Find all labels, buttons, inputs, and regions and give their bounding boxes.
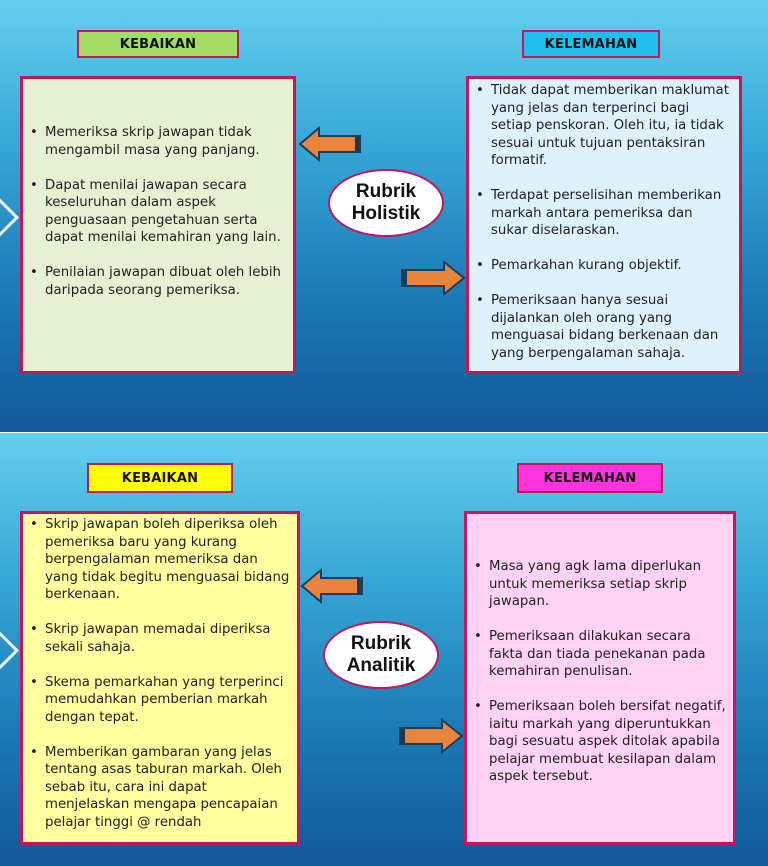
kelemahan-box: Masa yang agk lama diperlukan untuk meme… bbox=[464, 511, 736, 845]
kelemahan-item: Pemarkahan kurang objektif. bbox=[476, 257, 733, 275]
chevron-right-icon bbox=[0, 196, 20, 239]
arrow-left-icon bbox=[298, 126, 361, 162]
slide-rubrik-holistik: KEBAIKAN KELEMAHAN Memeriksa skrip jawap… bbox=[0, 0, 768, 432]
oval-label-line1: Rubrik bbox=[355, 181, 417, 202]
kebaikan-header-label: KEBAIKAN bbox=[121, 470, 199, 486]
kelemahan-item: Tidak dapat memberikan maklumat yang jel… bbox=[476, 82, 733, 170]
kebaikan-item: Memberikan gambaran yang jelas tentang a… bbox=[30, 744, 291, 832]
kebaikan-header: KEBAIKAN bbox=[87, 463, 233, 493]
kebaikan-header: KEBAIKAN bbox=[77, 30, 239, 58]
kebaikan-item: Dapat menilai jawapan secara keseluruhan… bbox=[30, 177, 287, 247]
kebaikan-item: Penilaian jawapan dibuat oleh lebih dari… bbox=[30, 264, 287, 299]
chevron-right-icon bbox=[0, 629, 20, 672]
kebaikan-item: Memeriksa skrip jawapan tidak mengambil … bbox=[30, 124, 287, 159]
arrow-right-icon bbox=[401, 260, 466, 296]
kebaikan-item: Skema pemarkahan yang terperinci memudah… bbox=[30, 674, 291, 727]
arrow-right-icon bbox=[399, 718, 464, 754]
oval-label-line2: Analitik bbox=[346, 655, 416, 676]
rubrik-holistik-oval: Rubrik Holistik bbox=[328, 169, 444, 237]
slide-separator bbox=[0, 432, 768, 433]
kelemahan-header-label: KELEMAHAN bbox=[544, 36, 638, 52]
kelemahan-item: Terdapat perselisihan memberikan markah … bbox=[476, 187, 733, 240]
kelemahan-header-label: KELEMAHAN bbox=[543, 470, 637, 486]
kebaikan-box: Skrip jawapan boleh diperiksa oleh pemer… bbox=[20, 511, 300, 845]
kebaikan-item: Skrip jawapan boleh diperiksa oleh pemer… bbox=[30, 516, 291, 604]
kelemahan-item: Pemeriksaan boleh bersifat negatif, iait… bbox=[474, 698, 727, 786]
kebaikan-box: Memeriksa skrip jawapan tidak mengambil … bbox=[20, 76, 296, 374]
kelemahan-header: KELEMAHAN bbox=[517, 463, 663, 493]
kelemahan-box: Tidak dapat memberikan maklumat yang jel… bbox=[466, 76, 742, 374]
slide-rubrik-analitik: KEBAIKAN KELEMAHAN Skrip jawapan boleh d… bbox=[0, 433, 768, 866]
oval-label-line1: Rubrik bbox=[350, 633, 412, 654]
oval-label-line2: Holistik bbox=[351, 203, 421, 224]
kelemahan-item: Pemeriksaan hanya sesuai dijalankan oleh… bbox=[476, 292, 733, 362]
kebaikan-item: Skrip jawapan memadai diperiksa sekali s… bbox=[30, 621, 291, 656]
kelemahan-item: Masa yang agk lama diperlukan untuk meme… bbox=[474, 558, 727, 611]
kelemahan-item: Pemeriksaan dilakukan secara fakta dan t… bbox=[474, 628, 727, 681]
rubrik-analitik-oval: Rubrik Analitik bbox=[323, 621, 439, 689]
kebaikan-header-label: KEBAIKAN bbox=[119, 36, 197, 52]
kelemahan-header: KELEMAHAN bbox=[522, 30, 660, 58]
arrow-left-icon bbox=[300, 568, 363, 604]
